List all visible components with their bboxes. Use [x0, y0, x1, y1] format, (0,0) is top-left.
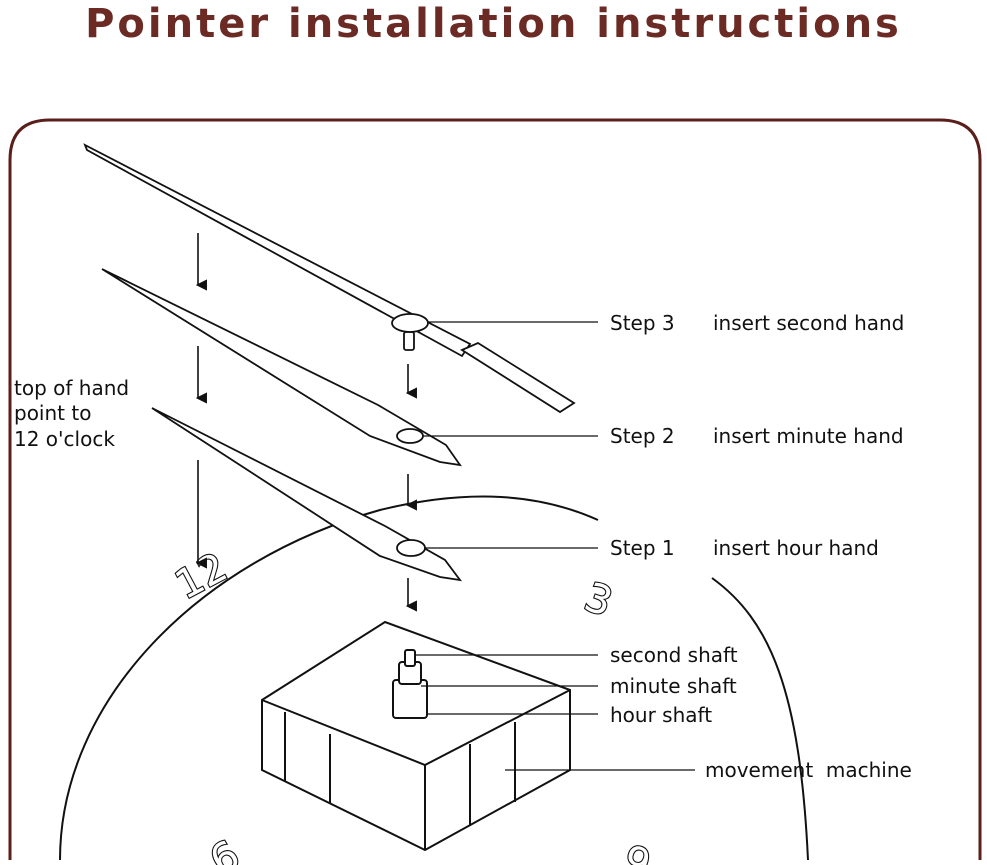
clock-dial-arc — [59, 495, 599, 861]
page-title: Pointer installation instructions — [85, 1, 902, 47]
direction-arrows — [195, 233, 417, 612]
minute-hand — [101, 268, 462, 467]
movement-machine-label: movement machine — [705, 758, 912, 782]
note-line-1: top of hand — [14, 376, 129, 400]
minute-shaft-label: minute shaft — [610, 674, 737, 698]
dial-numeral-9: 9 — [201, 829, 246, 865]
second-hand — [83, 143, 576, 414]
dial-numeral-12: 12 — [168, 544, 235, 609]
note-line-3: 12 o'clock — [14, 427, 115, 451]
step-3-label: Step 3 — [610, 311, 675, 335]
movement-machine — [261, 620, 571, 852]
second-shaft-label: second shaft — [610, 643, 738, 667]
hour-hand — [151, 407, 463, 582]
dial-numeral-6: 6 — [618, 834, 658, 865]
step-3-action: insert second hand — [713, 311, 904, 335]
step-2-action: insert minute hand — [713, 424, 904, 448]
dial-numeral-3: 3 — [579, 574, 619, 626]
leader-lines — [415, 321, 695, 771]
rounded-frame — [8, 118, 982, 860]
step-1-label: Step 1 — [610, 536, 675, 560]
step-2-label: Step 2 — [610, 424, 675, 448]
clock-dial-arc-right — [711, 577, 809, 861]
hour-shaft-label: hour shaft — [610, 703, 712, 727]
note-line-2: point to — [14, 401, 91, 425]
step-1-action: insert hour hand — [713, 536, 879, 560]
